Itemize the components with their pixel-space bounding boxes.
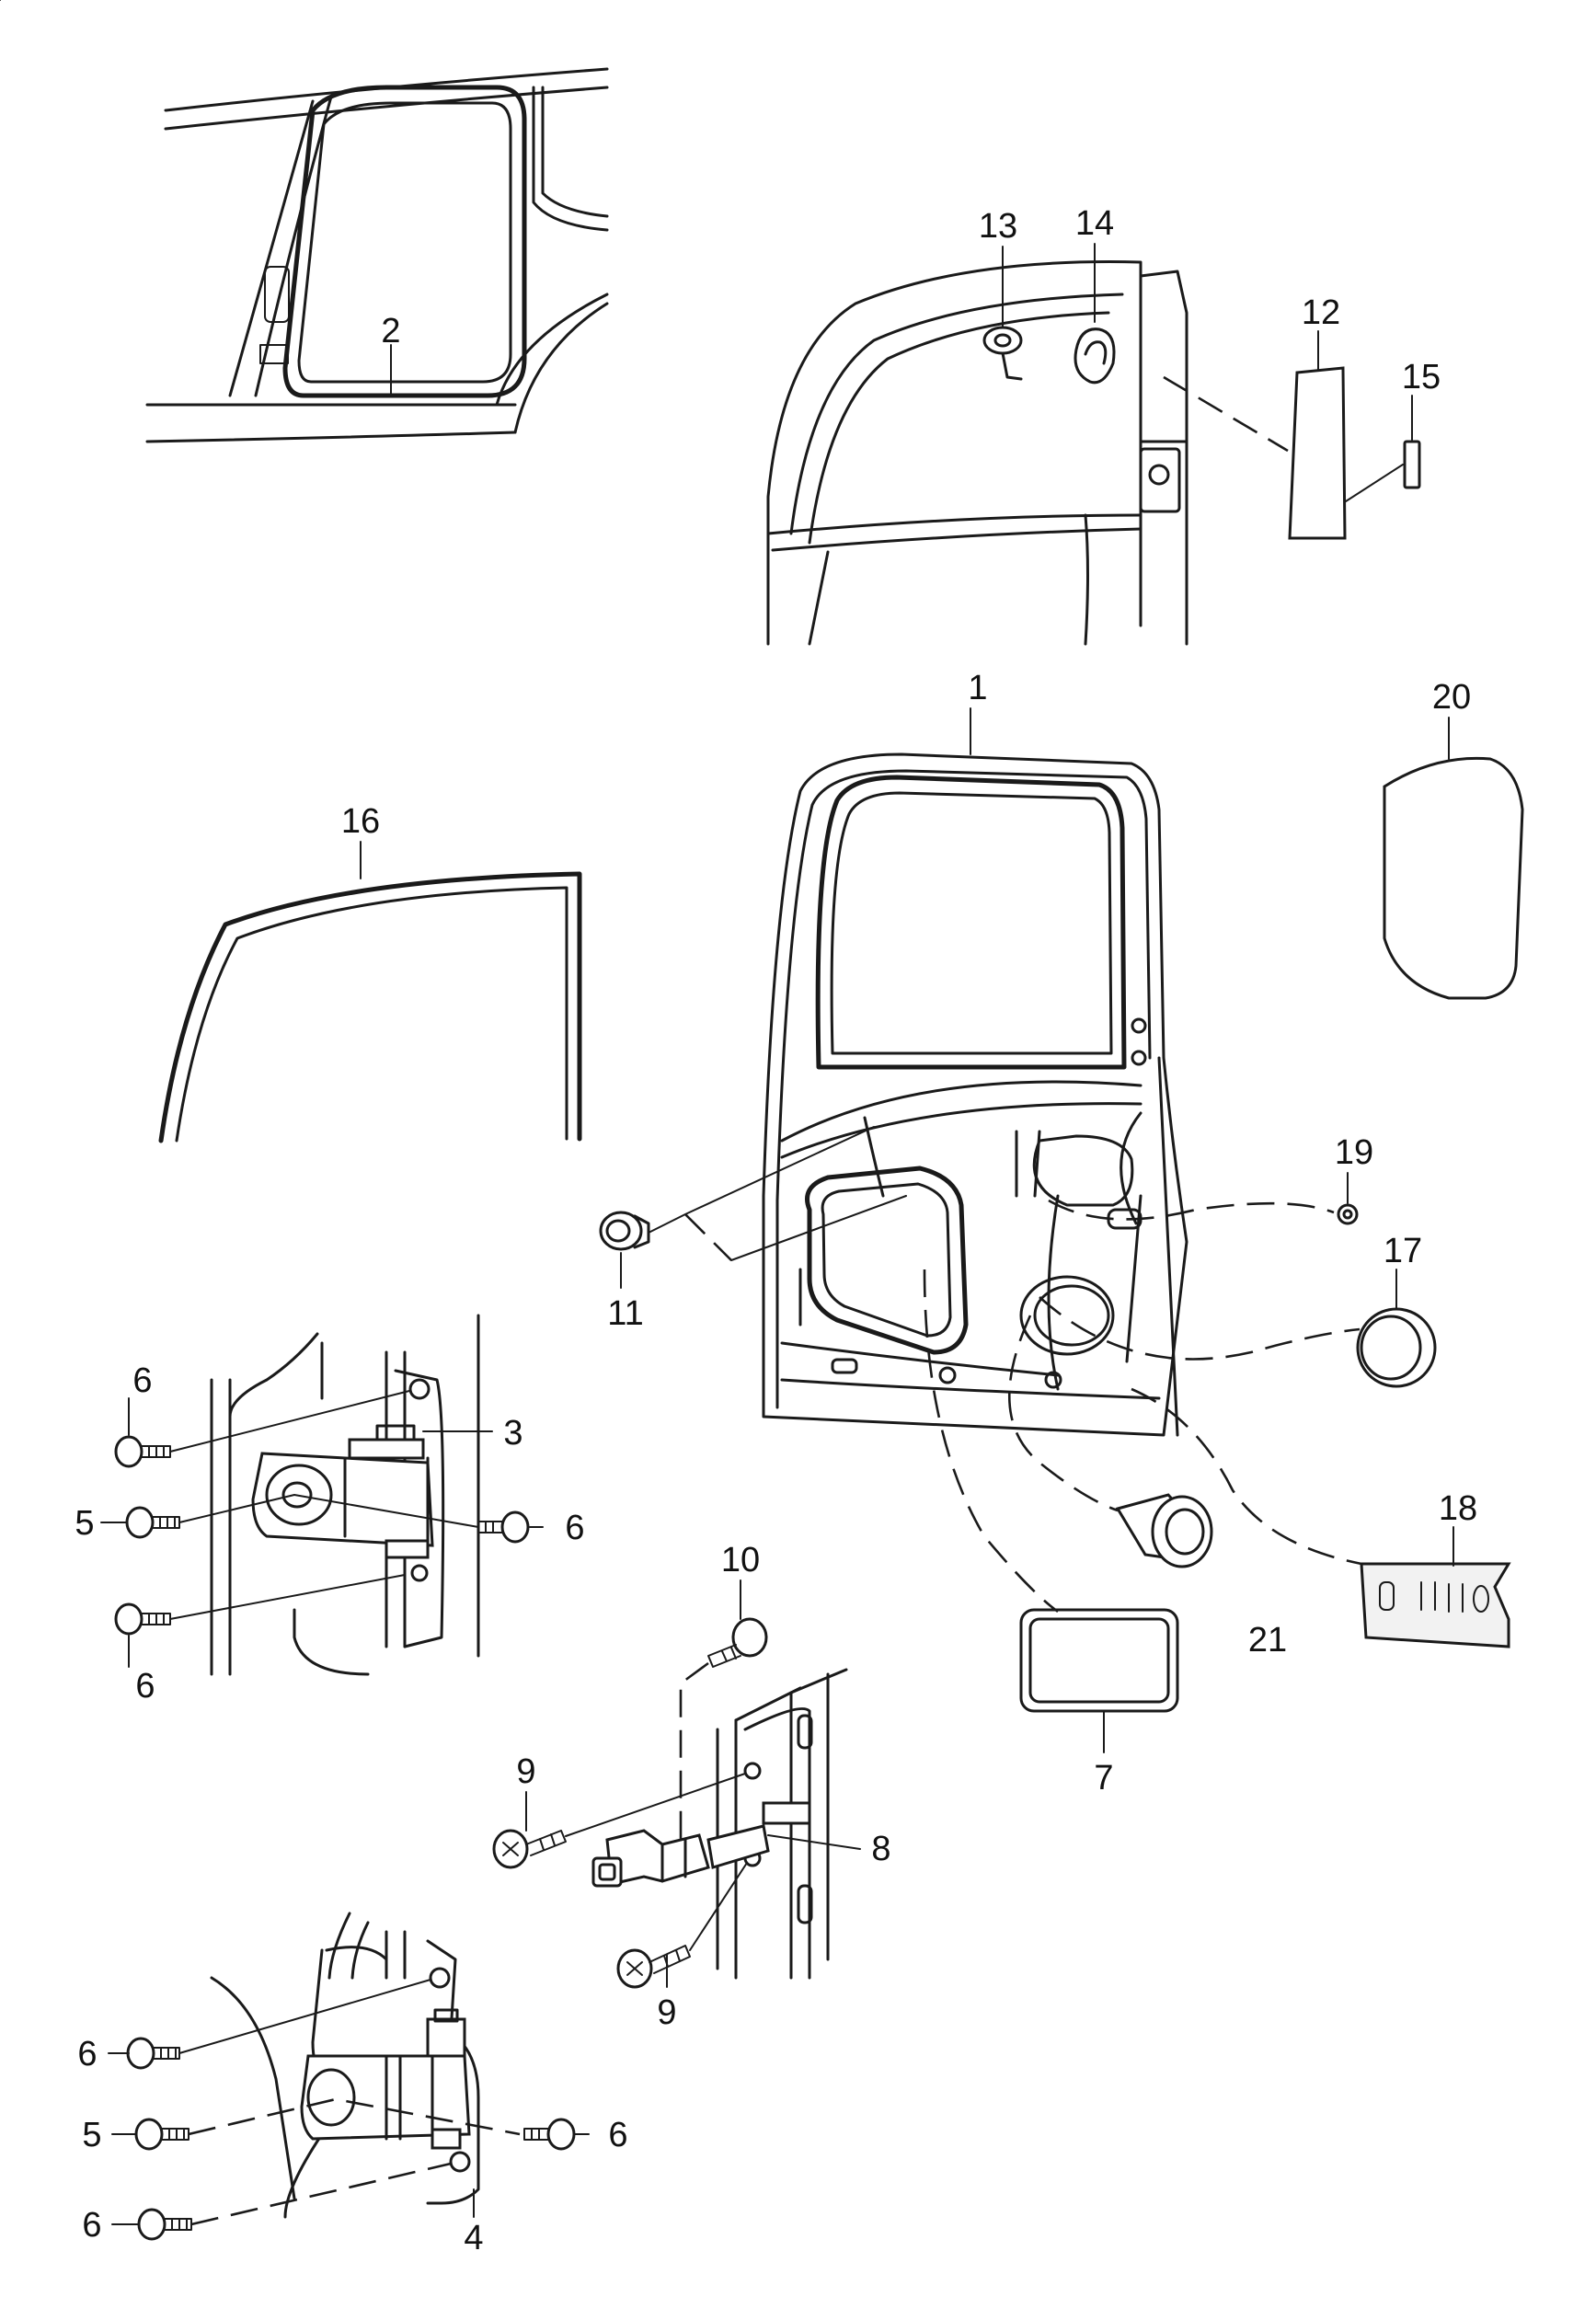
callout-4: 4 [464, 2219, 483, 2257]
body-side-aperture-drawing [145, 67, 609, 443]
bolt-6-upper-a [114, 1435, 171, 1468]
adhesive-strip-18 [1360, 1562, 1511, 1648]
bolt-10 [707, 1617, 768, 1668]
leader-line [565, 1773, 746, 1837]
leader-line [1163, 375, 1289, 453]
bolt-6-upper-b [477, 1510, 530, 1544]
callout-20: 20 [1432, 678, 1471, 717]
callout-5-lower: 5 [82, 2116, 101, 2154]
pad-15 [1403, 440, 1421, 489]
lock-striker-hole [1148, 464, 1170, 486]
leader-line [767, 1834, 861, 1850]
leader-line [1008, 1315, 1119, 1512]
screw-9-lower [616, 1945, 691, 1989]
callout-1: 1 [968, 669, 987, 707]
callout-6-lower-top: 6 [77, 2035, 97, 2073]
door-check-drawing [591, 1668, 848, 1980]
callout-6-upper-right: 6 [565, 1509, 584, 1547]
sealing-cap-17 [1356, 1307, 1437, 1388]
grommet-14 [1074, 327, 1116, 385]
door-aperture-seal [282, 85, 527, 398]
bolt-5-lower [134, 2118, 189, 2151]
callout-8: 8 [871, 1830, 890, 1868]
bolt-6-lower-c [137, 2208, 192, 2241]
callout-3: 3 [503, 1414, 522, 1453]
clip-fastener-13 [982, 326, 1023, 381]
callout-11: 11 [607, 1294, 643, 1333]
callout-5-upper: 5 [75, 1504, 94, 1543]
callout-19: 19 [1335, 1133, 1373, 1172]
window-channel-seal [158, 871, 582, 1143]
callout-6-upper-bottom: 6 [135, 1667, 155, 1706]
leader-line [188, 2097, 521, 2136]
lock-striker-recess [1139, 447, 1181, 513]
leader-line [923, 1269, 1059, 1614]
callout-16: 16 [341, 802, 380, 841]
callout-12: 12 [1302, 293, 1340, 332]
b-pillar-detail [264, 266, 290, 323]
bolt-5-upper [125, 1506, 180, 1539]
lower-hinge-drawing [210, 1912, 480, 2219]
callout-6-upper-top: 6 [132, 1361, 152, 1400]
bolt-6-upper-c [114, 1602, 171, 1636]
leader-line [689, 1862, 748, 1951]
leader-line [1039, 1296, 1361, 1361]
callout-15: 15 [1402, 358, 1441, 396]
door-shell [762, 752, 1188, 1437]
callout-9-lower: 9 [657, 1993, 676, 2032]
sealing-cap-17-rim [1360, 1315, 1422, 1381]
leader-line [178, 1494, 479, 1528]
callout-14: 14 [1075, 204, 1114, 243]
screw-9-upper [492, 1829, 567, 1869]
leader-line [190, 2162, 452, 2226]
callout-6-lower-right: 6 [608, 2116, 627, 2154]
upper-hinge-drawing [210, 1314, 480, 1676]
callout-21: 21 [1248, 1621, 1287, 1660]
grommet-19-hole [1342, 1209, 1353, 1220]
leader-line [1131, 1387, 1362, 1566]
leader-line [648, 1126, 875, 1234]
callout-2: 2 [381, 312, 400, 350]
cover-foil-7-inner [1028, 1617, 1170, 1704]
callout-17: 17 [1384, 1232, 1422, 1270]
leader-line [684, 1213, 732, 1261]
leader-line [178, 1979, 431, 2054]
bolt-6-lower-b [523, 2118, 576, 2151]
door-upper-drawing [766, 260, 1188, 646]
leader-line [679, 1661, 709, 1840]
grommet-21 [1115, 1493, 1213, 1568]
callout-13: 13 [979, 207, 1017, 246]
leader-line [169, 1390, 410, 1453]
door-aperture-seal-inner [297, 101, 512, 384]
callout-6-lower-bottom: 6 [82, 2206, 101, 2245]
leader-line [169, 1574, 406, 1620]
adhesive-foil-20 [1383, 756, 1524, 1000]
callout-7: 7 [1094, 1759, 1113, 1797]
callout-18: 18 [1439, 1489, 1477, 1528]
b-pillar-detail [259, 344, 289, 364]
leader-line [730, 1195, 907, 1261]
window-channel-seal-inner [175, 886, 568, 1143]
leader-line [1048, 1199, 1335, 1221]
callout-9-upper: 9 [516, 1752, 535, 1791]
adhesive-foil-12 [1288, 366, 1347, 540]
leader-line [1345, 464, 1404, 502]
cover-foil-7 [1019, 1608, 1179, 1713]
plug-11 [599, 1211, 650, 1251]
grommet-19 [1337, 1203, 1359, 1225]
bolt-6-lower-a [126, 2037, 180, 2070]
callout-10: 10 [721, 1541, 760, 1579]
